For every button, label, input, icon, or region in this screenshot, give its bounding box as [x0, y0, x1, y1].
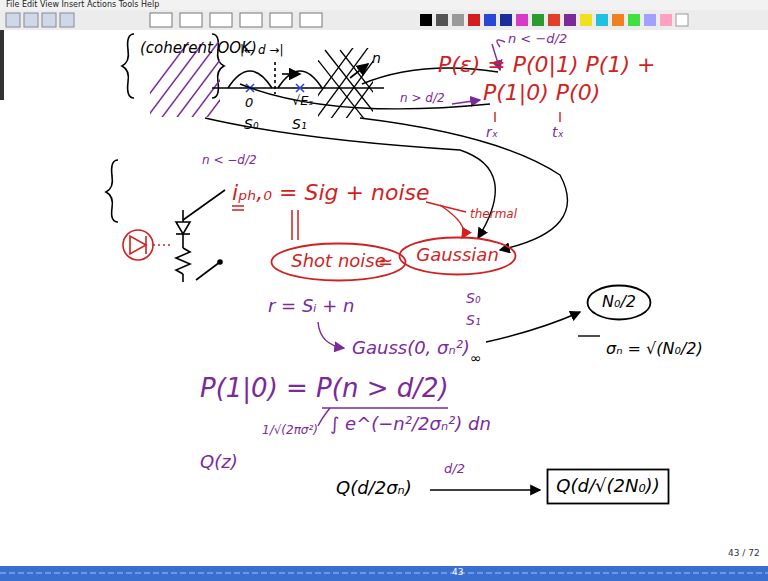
noise-distribution: Gauss(0, σₙ²) [350, 338, 472, 359]
error-condition: n < −d/2 [508, 32, 567, 47]
coherent-ook-braces [106, 34, 224, 222]
node-text: N₀/2 [602, 293, 636, 311]
node-text: Q(d/√(2N₀)) [556, 476, 659, 497]
gaussian-ellipse: Gaussian [398, 236, 517, 276]
outline-shape [272, 244, 406, 281]
noise-std-equation: σₙ = √(N₀/2) [604, 340, 705, 358]
bottom-page-bar [0, 566, 768, 581]
symbol-name: S₁ [466, 312, 481, 328]
point-value: √Eₛ [292, 94, 313, 109]
menu-bar [0, 0, 768, 10]
symbol-name: S₁ [292, 116, 307, 132]
received-signal-equation: r = Sᵢ + n [268, 296, 355, 317]
photocurrent-equation: iₚₕ,₀ = Sig + noise [232, 180, 430, 205]
node-text: Gaussian [416, 245, 499, 266]
page-number: 43 [452, 567, 463, 577]
receiver-note: rₓ [486, 124, 498, 140]
integral-limit: d/2 [444, 462, 465, 477]
noise-annotations [232, 202, 466, 240]
curves-to-gaussian [205, 118, 568, 250]
page-counter: 43 / 72 [728, 548, 760, 558]
error-condition: n > d/2 [400, 92, 445, 106]
error-probability-formula: P(1|0) = P(n > d/2) [200, 374, 449, 404]
normalization-factor: 1/√(2πσ²) [262, 424, 318, 438]
noise-symbol: n [372, 50, 381, 66]
photodiode-circuit [123, 190, 225, 282]
noise-type: thermal [470, 208, 517, 222]
outline-shape [588, 286, 651, 320]
result-box: Q(d/√(2N₀)) [546, 468, 670, 505]
integral-expression: ∫ e^(−n²/2σₙ²) dn [330, 414, 491, 435]
outline-shape [400, 238, 516, 275]
variance-circle: N₀/2 [586, 284, 652, 321]
modulation-note: (coherent OOK) [140, 40, 257, 57]
symbol-name: S₀ [244, 116, 259, 132]
distance-marker: |← d →| [240, 44, 283, 58]
outline-shape [548, 470, 669, 504]
purple-hatch-region [150, 42, 220, 117]
menu-bar-text: File Edit View Insert Actions Tools Help [6, 0, 159, 9]
node-text: Shot noise [291, 251, 386, 272]
integral-limit: ∞ [470, 350, 482, 366]
error-probability-formula: P(ε) = P(0|1) P(1) + [438, 52, 655, 77]
transmitter-note: tₓ [552, 124, 564, 140]
q-function: Q(d/2σₙ) [336, 478, 412, 499]
signal-constellation-axis [212, 62, 384, 94]
approx-symbol: ≃ [378, 252, 393, 273]
left-scroll-strip [0, 30, 4, 100]
symbol-name: S₀ [466, 290, 481, 306]
q-function: Q(z) [200, 452, 238, 473]
toolbar [0, 10, 768, 30]
point-value: 0 [245, 96, 253, 111]
error-condition: n < −d/2 [202, 154, 257, 168]
error-probability-formula: P(1|0) P(0) [483, 80, 600, 105]
